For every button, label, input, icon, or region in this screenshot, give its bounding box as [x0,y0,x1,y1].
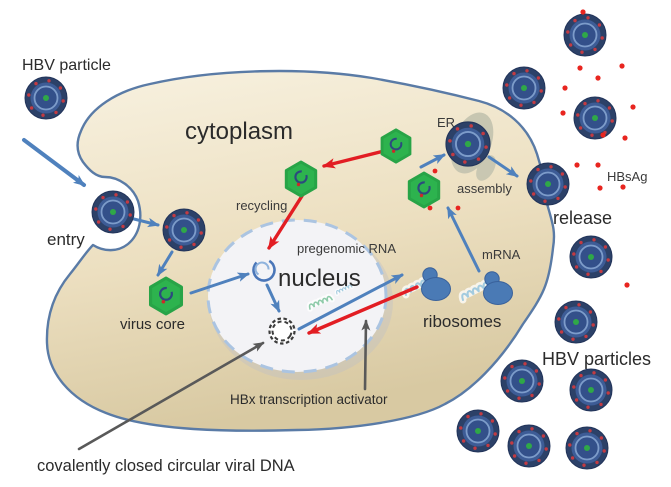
entry-arrow [22,138,86,187]
label-pregenomic-rna: pregenomic RNA [297,241,396,256]
label-entry: entry [47,230,85,249]
label-nucleus: nucleus [278,265,361,292]
virus-core-icon [148,276,184,316]
hbsag-dot-icon [630,104,636,110]
recycling-to-nucleus-arrow [267,194,304,250]
hbv-virion-icon [569,368,613,412]
hbsag-dot-icon [619,63,625,69]
hbv-virion-icon [456,409,500,453]
hbv-virion-icon [563,13,607,57]
rcdna-to-cccdna-arrow [265,283,281,313]
hbsag-dot-icon [577,65,583,71]
nucleus-body [206,218,388,374]
hbsag-dot-icon [620,184,626,190]
hbv-virion-icon [526,162,570,206]
uncoating-arrow [156,250,174,277]
hbsag-dots [427,9,636,288]
label-er: ER [437,115,455,130]
core-recycling-arrow [322,149,386,169]
hbsag-dot-icon [624,282,630,288]
label-hbx-activator: HBx transcription activator [230,392,388,407]
hbv-virion-icon [565,426,609,470]
hbv-virion-icon [162,208,206,252]
hbx-pointer-arrow [361,319,371,391]
label-hbv-particles: HBV particles [542,349,651,369]
mature-core-icon [380,128,412,164]
label-mrna: mRNA [482,247,521,262]
translocation-arrow [132,217,160,228]
label-hbsag: HBsAg [607,169,647,184]
hbv-virion-icon [569,235,613,279]
budding-arrow [487,155,519,178]
hbv-virion-icon [502,66,546,110]
hbsag-dot-icon [600,132,606,138]
hbsag-dot-icon [574,162,580,168]
hbsag-dot-icon [432,168,438,174]
hbv-virion-icon [91,190,135,234]
hbsag-dot-icon [622,135,628,141]
assembly-core-icon [407,171,441,209]
label-recycling: recycling [236,198,287,213]
hbv-virion-icon [24,76,68,120]
label-hbv-particle: HBV particle [22,57,111,74]
hbsag-dot-icon [595,75,601,81]
hbv-virion-icon [507,424,551,468]
rcdna-icon [252,258,276,282]
label-cccdna-caption: covalently closed circular viral DNA [37,457,295,475]
label-assembly: assembly [457,181,512,196]
label-release: release [553,208,612,228]
cccdna-pointer-arrow [77,341,265,451]
core-to-er-arrow [419,153,446,169]
reverse-transcription-arrow [307,285,419,335]
cccdna-icon [268,317,296,345]
hbsag-dot-icon [597,185,603,191]
packaging-arrow [446,206,481,273]
transcription-arrow [297,273,404,331]
recycling-core-icon [284,160,318,198]
label-ribosomes: ribosomes [423,312,501,331]
hbsag-dot-icon [595,162,601,168]
hbsag-dot-icon [560,110,566,116]
hbsag-dot-icon [455,205,461,211]
genome-to-nucleus-arrow [189,272,250,295]
hbsag-dot-icon [562,85,568,91]
hbv-virion-icon [554,300,598,344]
label-cytoplasm: cytoplasm [185,118,293,145]
hbsag-dot-icon [427,205,433,211]
hbsag-dot-icon [580,9,586,15]
hbv-virion-icon [573,96,617,140]
label-virus-core: virus core [120,316,185,333]
hbv-virion-icon [500,359,544,403]
